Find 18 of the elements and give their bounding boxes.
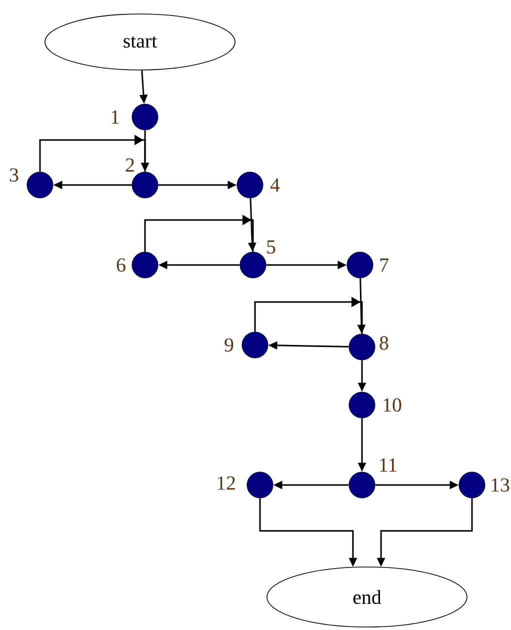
node-number: 4 [270,178,280,192]
node-number: 3 [10,168,18,182]
node-number: 5 [267,240,276,254]
arrow [39,134,146,172]
ellipse-node: start [44,14,236,70]
node-number: 8 [380,336,388,350]
node-number: 13 [492,478,510,492]
node-number: 7 [380,258,388,272]
node-number: 11 [380,458,396,472]
node-number: 9 [224,338,234,352]
node-number: 2 [126,158,134,172]
arrow [144,214,254,252]
node-number: 10 [384,398,402,412]
node-number: 6 [116,258,126,272]
node-number: 1 [112,110,119,124]
arrow [254,296,363,334]
node-number: 12 [218,476,235,490]
ellipse-node: end [266,566,468,628]
